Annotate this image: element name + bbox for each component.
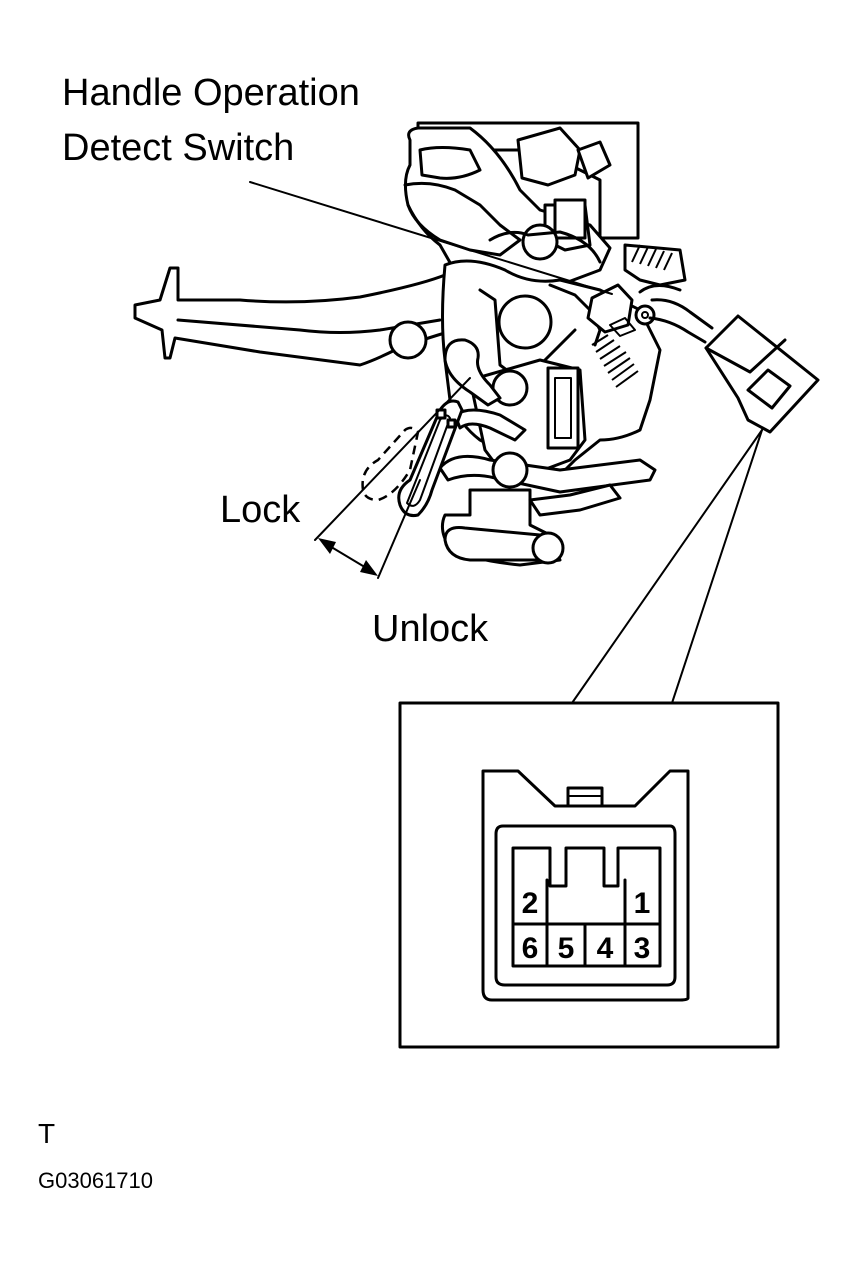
pivot-pin-lower [491, 451, 529, 489]
callout-line-right [671, 429, 763, 704]
unlock-arrowhead [360, 560, 378, 576]
connector-pin-frame [511, 846, 662, 968]
spring-hatch [591, 334, 639, 388]
lever-pivot-hole [388, 320, 428, 360]
switch-label-line1: Handle Operation [62, 72, 360, 114]
callout-line-left [571, 429, 763, 704]
lock-arrowhead [318, 538, 336, 554]
lock-upper-body [403, 126, 612, 302]
pin-label-4: 4 [597, 932, 614, 965]
lock-top-tab [516, 126, 582, 187]
corner-mark: T [38, 1118, 55, 1149]
unlock-range-line [377, 479, 421, 579]
lock-link-upper [488, 230, 602, 264]
figure-code: G03061710 [38, 1168, 153, 1193]
lever-arm-rib [176, 318, 442, 334]
pin-label-1: 1 [634, 887, 651, 920]
pivot-pin-upper [521, 223, 559, 261]
wire-harness-2 [648, 316, 707, 344]
lock-upper-detail [418, 146, 482, 180]
curved-slot-upper [443, 338, 502, 407]
center-pivot-large [497, 294, 553, 350]
top-hatch [631, 244, 673, 271]
connector-housing-slot [746, 368, 792, 410]
connector-housing-face [704, 338, 787, 374]
lock-top-clip [576, 140, 612, 180]
pin-label-5: 5 [558, 932, 575, 965]
detect-switch-pivot-center [641, 311, 649, 319]
inside-lever-arm [133, 266, 457, 367]
lock-knob-marker [435, 408, 447, 420]
pivot-pin-bottom [531, 531, 565, 565]
lower-slot-inner [554, 377, 572, 439]
wire-harness [650, 298, 714, 330]
lock-range-line [314, 377, 471, 541]
curved-slot-mid [453, 408, 527, 442]
switch-label-line2: Detect Switch [62, 127, 294, 169]
detect-switch-pivot [634, 304, 656, 326]
unlock-label: Unlock [372, 608, 489, 650]
lock-upper-detail-2 [403, 181, 522, 257]
lock-knob-marker-2 [446, 418, 457, 429]
switch-leader-line [249, 181, 613, 295]
wire-harness-3 [638, 284, 682, 294]
door-lock-assembly [133, 121, 820, 579]
lower-slot-block [546, 366, 580, 450]
pin-label-2: 2 [522, 887, 539, 920]
detect-switch-lever [609, 317, 636, 337]
connector-callout: 2 1 6 5 4 3 [398, 429, 780, 1049]
pin-label-3: 3 [634, 932, 651, 965]
lock-label: Lock [220, 489, 301, 531]
pin-label-6: 6 [522, 932, 539, 965]
handle-operation-detect-switch [586, 283, 656, 337]
bottom-arm [528, 483, 622, 517]
